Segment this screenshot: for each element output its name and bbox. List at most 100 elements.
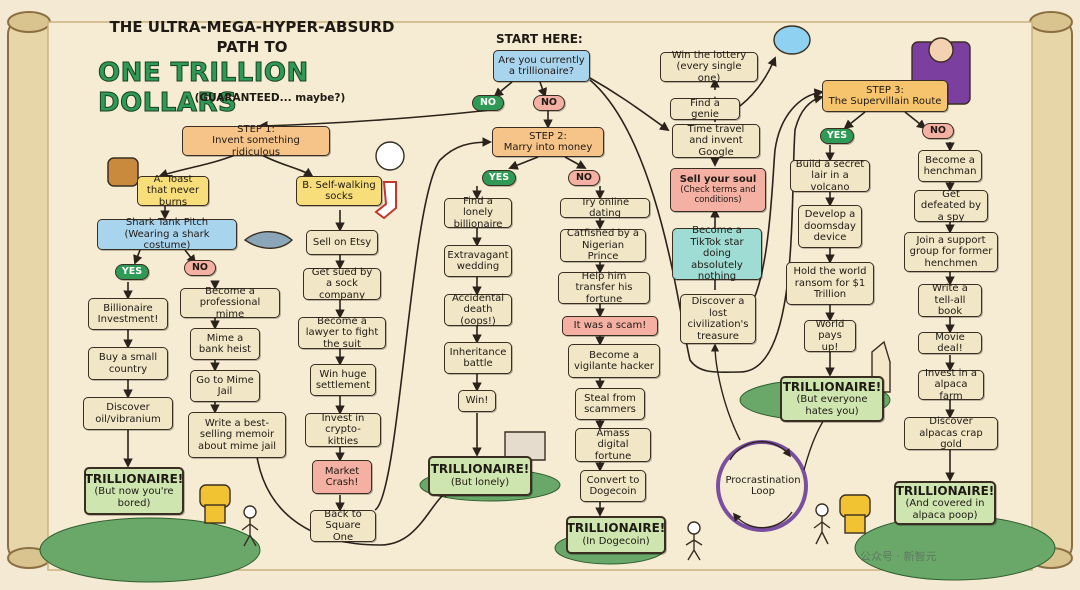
shark-tank-pitch[interactable]: Shark Tank Pitch (Wearing a shark costum… [97,217,237,251]
sell-soul-sub: (Check terms and conditions) [680,184,756,205]
node-movie-deal[interactable]: Movie deal! [918,332,982,354]
step1-no-label: NO [184,260,216,276]
node-inheritance[interactable]: Inheritance battle [444,342,512,374]
trillionaire-dogecoin: TRILLIONAIRE! (In Dogecoin) [566,516,666,554]
trillionaire-sub: (In Dogecoin) [582,536,650,548]
node-settlement[interactable]: Win huge settlement [310,364,376,396]
stick-figure-icon [241,503,831,561]
node-ransom[interactable]: Hold the world ransom for $1 Trillion [786,262,874,305]
start-question[interactable]: Are you currently a trillionaire? [493,50,590,82]
node-mime-memoir[interactable]: Write a best-selling memoir about mime j… [188,412,286,458]
node-buy-country[interactable]: Buy a small country [88,347,168,380]
node-win[interactable]: Win! [458,390,496,412]
watermark: 公众号 · 新智元 [860,550,937,563]
step1-box[interactable]: STEP 1: Invent something ridiculous [182,123,330,158]
node-transfer-fortune[interactable]: Help him transfer his fortune [558,271,650,305]
node-genie[interactable]: Find a genie [670,98,740,120]
node-catfished[interactable]: Catfished by a Nigerian Prince [560,228,646,262]
trillionaire-sub: (But now you're bored) [94,486,174,509]
step1-title: STEP 1: [237,123,275,135]
node-mime[interactable]: Become a professional mime [180,286,280,320]
node-billionaire-investment[interactable]: Billionaire Investment! [88,298,168,330]
trillionaire-lonely: TRILLIONAIRE! (But lonely) [428,456,532,496]
step2-no-label: NO [568,170,600,186]
genie-icon [773,25,811,55]
step3-no-label: NO [922,123,954,139]
node-wedding[interactable]: Extravagant wedding [444,245,512,277]
trillionaire-title: TRILLIONAIRE! [895,483,995,498]
start-no-label-2: NO [533,95,565,111]
node-sued[interactable]: Get sued by a sock company [303,267,381,301]
step1-option-a[interactable]: A. Toast that never burns [137,174,209,208]
node-time-travel[interactable]: Time travel and invent Google [672,124,760,158]
node-alpaca-gold[interactable]: Discover alpacas crap gold [904,416,998,450]
node-tiktok[interactable]: Become a TikTok star doing absolutely no… [672,225,762,282]
step2-yes-label: YES [482,170,516,186]
trillionaire-sub: (And covered in alpaca poop) [905,498,985,521]
right-scroll-roll [1029,11,1073,569]
trillionaire-sub: (But everyone hates you) [796,394,868,417]
node-sell-soul[interactable]: Sell your soul (Check terms and conditio… [670,168,766,212]
step1-subtitle: Invent something ridiculous [212,135,300,158]
step2-subtitle: Marry into money [503,142,593,153]
trillionaire-bored: TRILLIONAIRE! (But now you're bored) [84,467,184,515]
node-lawyer[interactable]: Become a lawyer to fight the suit [298,316,386,350]
title-line-1: THE ULTRA-MEGA-HYPER-ABSURD [109,18,395,36]
step3-box[interactable]: STEP 3: The Supervillain Route [822,80,948,112]
node-dogecoin[interactable]: Convert to Dogecoin [580,470,646,502]
step1-option-b[interactable]: B. Self-walking socks [296,176,382,206]
node-accidental-death[interactable]: Accidental death (oops!) [444,293,512,327]
title-line-2: PATH TO [216,38,288,56]
trillionaire-alpaca: TRILLIONAIRE! (And covered in alpaca poo… [894,481,996,525]
step3-title: STEP 3: [866,84,904,96]
step2-title: STEP 2: [529,130,567,142]
procrastination-loop[interactable]: Procrastination Loop [725,474,801,498]
node-alpaca-farm[interactable]: Invest in a alpaca farm [918,368,984,402]
trillionaire-sub: (But lonely) [450,477,510,489]
node-scam[interactable]: It was a scam! [562,316,658,336]
sock-icon [374,181,397,220]
node-lost-treasure[interactable]: Discover a lost civilization's treasure [680,294,756,344]
start-no-label: NO [472,95,504,111]
step1-yes-label: YES [115,264,149,280]
step3-subtitle: The Supervillain Route [828,96,942,107]
node-henchman[interactable]: Become a henchman [918,150,982,182]
node-crypto-kitties[interactable]: Invest in crypto-kitties [305,413,381,447]
node-steal-scammers[interactable]: Steal from scammers [575,388,645,420]
node-market-crash[interactable]: Market Crash! [312,460,372,494]
node-back-square-one[interactable]: Back to Square One [310,509,376,543]
trillionaire-title: TRILLIONAIRE! [566,521,666,536]
node-tell-all[interactable]: Write a tell-all book [918,283,982,317]
node-discover-oil[interactable]: Discover oil/vibranium [83,397,173,430]
toast-icon [107,157,139,187]
trillionaire-title: TRILLIONAIRE! [84,471,184,486]
node-lottery[interactable]: Win the lottery (every single one) [660,50,758,84]
sell-soul-title: Sell your soul [679,174,757,186]
golden-toilet-icon [199,484,871,534]
left-scroll-roll [7,11,51,569]
brain-icon [375,141,405,171]
node-volcano-lair[interactable]: Build a secret lair in a volcano [790,159,870,193]
title-subtitle: (GUARANTEED... maybe?) [194,92,346,104]
node-lonely-billionaire[interactable]: Find a lonely billionaire [444,196,512,230]
node-support-group[interactable]: Join a support group for former henchmen [904,232,998,272]
node-vigilante[interactable]: Become a vigilante hacker [568,344,660,378]
node-defeated-spy[interactable]: Get defeated by a spy [914,189,988,223]
node-etsy[interactable]: Sell on Etsy [306,230,378,255]
node-mime-jail[interactable]: Go to Mime Jail [190,370,260,402]
shark-icon [243,231,294,249]
node-online-dating[interactable]: Try online dating [560,197,650,219]
node-doomsday[interactable]: Develop a doomsday device [798,205,862,248]
step2-box[interactable]: STEP 2: Marry into money [492,127,604,157]
trillionaire-title: TRILLIONAIRE! [430,462,530,477]
llama-icon [504,431,546,461]
step3-yes-label: YES [820,128,854,144]
node-world-pays[interactable]: World pays up! [804,319,856,353]
trillionaire-hated: TRILLIONAIRE! (But everyone hates you) [780,376,884,422]
title-main: ONE TRILLION DOLLARS [98,58,309,119]
node-mime-heist[interactable]: Mime a bank heist [190,328,260,360]
trillionaire-title: TRILLIONAIRE! [782,379,882,394]
node-digital-fortune[interactable]: Amass digital fortune [575,428,651,462]
start-label: START HERE: [496,32,583,46]
